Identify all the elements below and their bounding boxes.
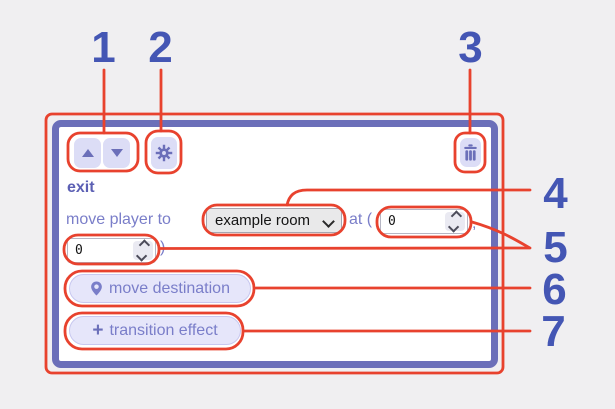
- callout-number-5: 5: [543, 223, 568, 272]
- y-coordinate-input[interactable]: [68, 239, 135, 262]
- trash-icon: [464, 143, 477, 161]
- delete-exit-button[interactable]: [460, 138, 481, 167]
- close-paren-label: ): [160, 239, 166, 256]
- triangle-down-icon: [110, 149, 123, 157]
- spinner-down-icon[interactable]: [447, 221, 460, 233]
- room-select[interactable]: example room: [206, 208, 342, 233]
- callout-number-2: 2: [148, 23, 173, 72]
- spinner-down-icon[interactable]: [135, 250, 148, 262]
- settings-button[interactable]: [151, 137, 177, 169]
- callout-number-6: 6: [542, 265, 567, 314]
- transition-effect-label: transition effect: [109, 321, 218, 339]
- transition-effect-button[interactable]: + transition effect: [69, 316, 241, 345]
- at-label: at (: [349, 211, 373, 228]
- comma-label: ,: [472, 215, 477, 232]
- move-player-label: move player to: [66, 211, 171, 228]
- move-down-button[interactable]: [103, 138, 130, 168]
- triangle-up-icon: [81, 149, 94, 157]
- move-destination-label: move destination: [109, 279, 230, 297]
- x-coordinate-field: [380, 209, 468, 234]
- y-spinner[interactable]: [133, 239, 153, 262]
- exit-panel: exit move player to example room at ( , …: [52, 120, 498, 368]
- panel-title: exit: [67, 179, 95, 196]
- callout-number-1: 1: [91, 23, 116, 72]
- move-destination-button[interactable]: move destination: [69, 274, 251, 303]
- spinner-up-icon[interactable]: [138, 239, 151, 251]
- plus-icon: +: [92, 320, 104, 341]
- reorder-button-group: [74, 138, 130, 168]
- callout-number-7: 7: [541, 307, 566, 356]
- x-coordinate-input[interactable]: [381, 210, 448, 233]
- spinner-up-icon[interactable]: [450, 210, 463, 222]
- callout-number-4: 4: [543, 169, 568, 218]
- move-up-button[interactable]: [74, 138, 101, 168]
- y-coordinate-field: [67, 238, 156, 263]
- x-spinner[interactable]: [445, 210, 465, 233]
- map-pin-icon: [91, 281, 102, 296]
- callout-number-3: 3: [458, 23, 483, 72]
- gear-icon: [155, 144, 173, 162]
